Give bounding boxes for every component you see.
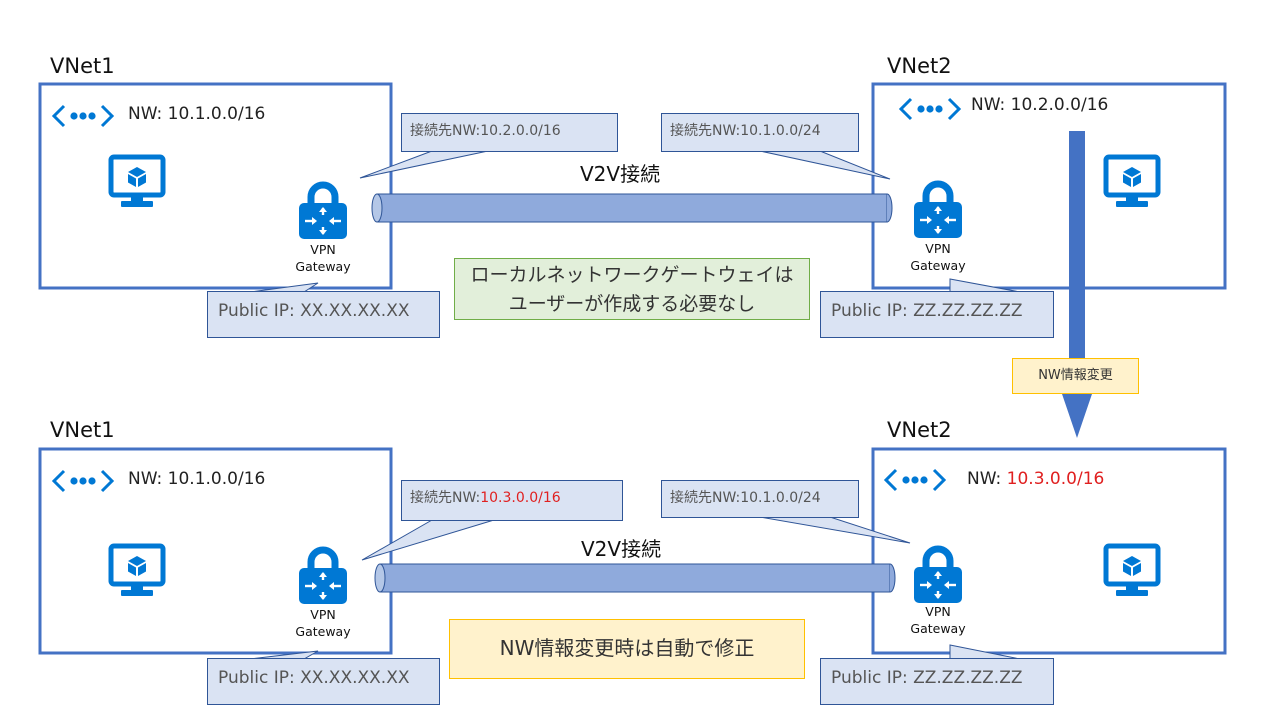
vnet2-nw-label: NW: 10.2.0.0/16: [971, 95, 1108, 115]
vnet1-connection-callout: 接続先NW:10.2.0.0/16: [401, 113, 618, 152]
auto-fix-note: NW情報変更時は自動で修正: [449, 619, 805, 679]
vnet2-nw-label: NW: 10.3.0.0/16: [967, 469, 1104, 489]
gateway-label-line1: VPN: [925, 241, 951, 256]
nw-prefix: NW:: [971, 95, 1011, 115]
vnet2-public-ip-callout: Public IP: ZZ.ZZ.ZZ.ZZ: [820, 658, 1054, 705]
vpn-gateway-label: VPN Gateway: [278, 241, 368, 275]
gateway-label-line2: Gateway: [910, 621, 966, 636]
vnet2-connection-callout: 接続先NW:10.1.0.0/24: [661, 113, 859, 152]
vpn-gateway-label: VPN Gateway: [893, 603, 983, 637]
connection-value-changed: 10.3.0.0/16: [480, 490, 561, 506]
vnet1-title: VNet1: [50, 418, 115, 442]
gateway-label-line1: VPN: [310, 242, 336, 257]
connection-value: 10.2.0.0/16: [480, 123, 561, 139]
v2v-tunnel: [371, 193, 893, 223]
nw-prefix: NW:: [128, 469, 168, 489]
connection-prefix: 接続先NW:: [670, 123, 741, 139]
vpn-gateway-label: VPN Gateway: [893, 240, 983, 274]
gateway-label-line1: VPN: [310, 607, 336, 622]
gateway-label-line1: VPN: [925, 604, 951, 619]
gateway-label-line2: Gateway: [295, 624, 351, 639]
vnet2-title: VNet2: [887, 418, 952, 442]
connection-prefix: 接続先NW:: [410, 490, 481, 506]
v2v-connection-label: V2V接続: [580, 162, 661, 186]
nw-value: 10.1.0.0/16: [167, 104, 266, 124]
vnet1-public-ip-callout: Public IP: XX.XX.XX.XX: [207, 658, 440, 705]
connection-value: 10.1.0.0/24: [740, 490, 821, 506]
connection-prefix: 接続先NW:: [670, 490, 741, 506]
connection-value: 10.1.0.0/24: [740, 123, 821, 139]
local-network-gateway-note: ローカルネットワークゲートウェイはユーザーが作成する必要なし: [454, 258, 810, 320]
gateway-label-line2: Gateway: [910, 258, 966, 273]
vnet1-title: VNet1: [50, 54, 115, 78]
nw-prefix: NW:: [967, 469, 1007, 489]
note-line1: ローカルネットワークゲートウェイは: [470, 264, 794, 286]
vnet2-connection-callout: 接続先NW:10.1.0.0/24: [661, 480, 859, 518]
callout-tail: [759, 150, 891, 180]
vnet1-nw-label: NW: 10.1.0.0/16: [128, 104, 265, 124]
nw-change-label: NW情報変更: [1012, 358, 1139, 394]
nw-value-changed: 10.3.0.0/16: [1006, 469, 1105, 489]
nw-prefix: NW:: [128, 104, 168, 124]
connection-prefix: 接続先NW:: [410, 123, 481, 139]
gateway-label-line2: Gateway: [295, 259, 351, 274]
v2v-connection-label: V2V接続: [581, 537, 662, 561]
nw-value: 10.2.0.0/16: [1010, 95, 1109, 115]
nw-change-arrow: [1061, 131, 1093, 438]
vnet1-public-ip-callout: Public IP: XX.XX.XX.XX: [207, 291, 440, 338]
vnet1-nw-label: NW: 10.1.0.0/16: [128, 469, 265, 489]
vpn-gateway-label: VPN Gateway: [278, 606, 368, 640]
vnet2-title: VNet2: [887, 54, 952, 78]
vnet2-public-ip-callout: Public IP: ZZ.ZZ.ZZ.ZZ: [820, 291, 1054, 338]
v2v-tunnel: [374, 563, 896, 593]
nw-value: 10.1.0.0/16: [167, 469, 266, 489]
note-line2: ユーザーが作成する必要なし: [508, 293, 756, 315]
vnet1-connection-callout: 接続先NW:10.3.0.0/16: [401, 480, 623, 521]
